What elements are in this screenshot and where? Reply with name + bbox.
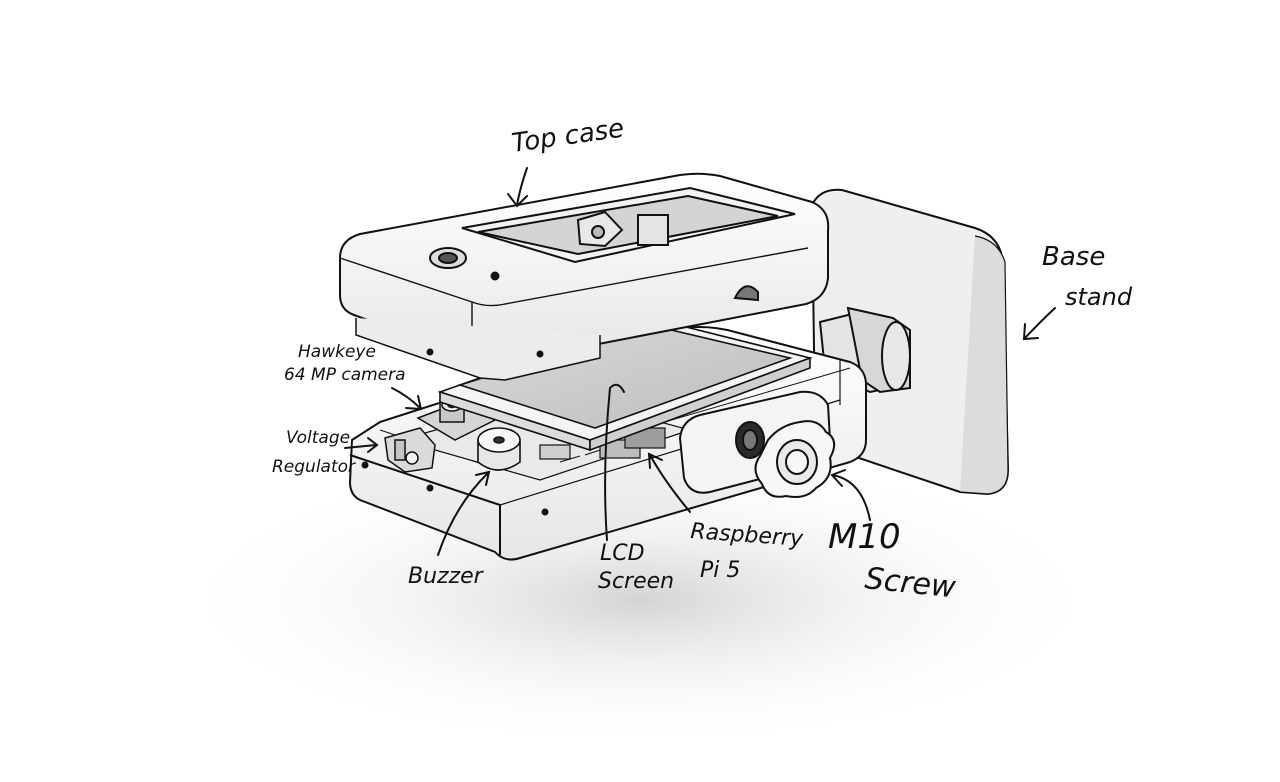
annotation-arrows: [344, 167, 1056, 556]
label-camera-1: Hawkeye: [298, 342, 376, 362]
m10-screw-knob: [754, 420, 836, 498]
label-voltage-2: Regulator: [272, 457, 356, 477]
label-camera-2: 64 MP camera: [284, 365, 406, 385]
label-stand: stand: [1065, 283, 1133, 311]
label-voltage-1: Voltage: [286, 428, 350, 448]
arrow-buzzer: [437, 470, 491, 556]
lcd-screen-part: [437, 317, 813, 452]
arrow-base-stand: [1022, 307, 1056, 341]
voltage-regulator-part: [384, 427, 436, 473]
label-lcd-1: LCD: [600, 541, 645, 566]
label-top-case: Top case: [510, 113, 626, 158]
arrow-top-case: [507, 167, 528, 208]
label-lcd-2: Screen: [598, 569, 674, 594]
label-base: Base: [1042, 242, 1105, 272]
label-pi-2: Pi 5: [700, 558, 740, 583]
arrow-pi: [647, 452, 691, 513]
ground-shadow: [170, 450, 1110, 750]
label-screw-1: M10: [828, 517, 901, 557]
base-stand: [810, 188, 1010, 496]
arrow-screw: [830, 469, 871, 521]
arrow-lcd: [604, 383, 625, 541]
arrow-camera: [391, 387, 423, 411]
arrow-voltage: [344, 437, 379, 453]
label-buzzer: Buzzer: [408, 564, 485, 589]
buzzer-part: [477, 427, 521, 471]
top-case: [339, 172, 830, 381]
